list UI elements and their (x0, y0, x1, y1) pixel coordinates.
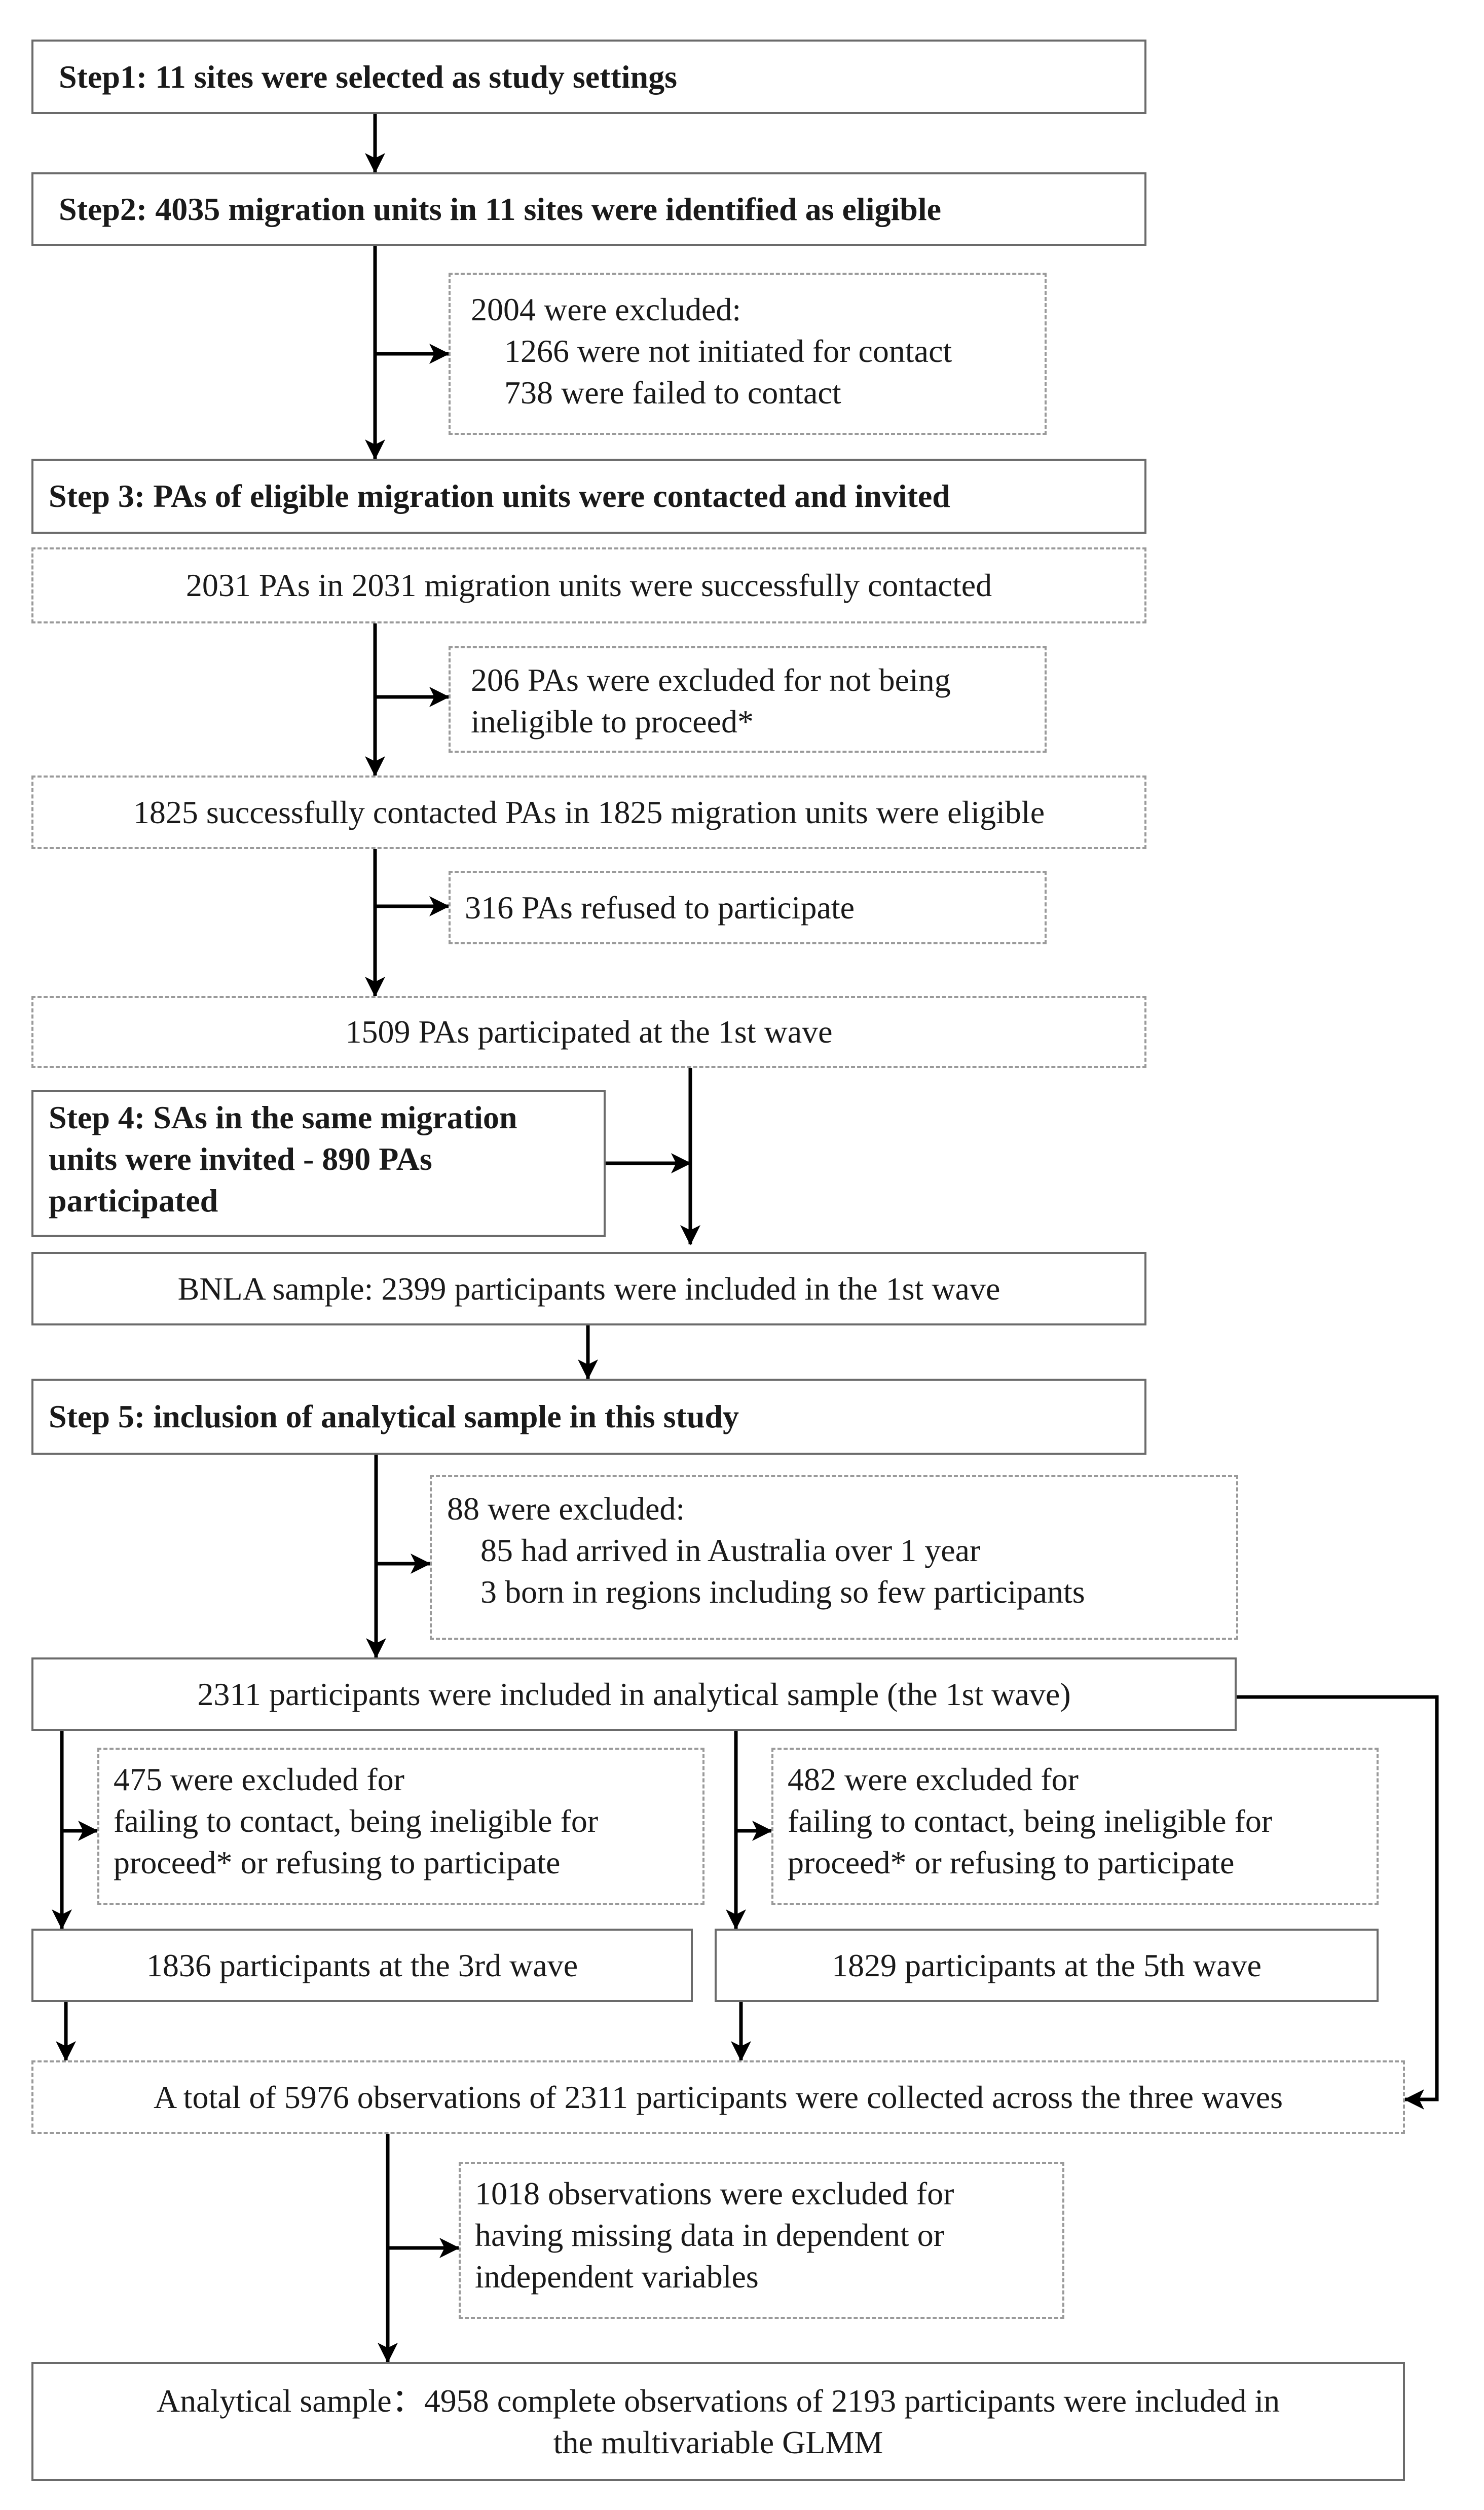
exclusion-5-line: proceed* or refusing to participate (114, 1844, 561, 1880)
step4-box: Step 4: SAs in the same migration units … (31, 1090, 606, 1237)
analytical-wave1-text: 2311 participants were included in analy… (197, 1676, 1071, 1712)
exclusion-4-heading: 88 were excluded: (447, 1491, 685, 1527)
step1-text: Step1: 11 sites were selected as study s… (59, 58, 678, 95)
exclusion-5-line: failing to contact, being ineligible for (114, 1803, 599, 1839)
exclusion-6-line: proceed* or refusing to participate (788, 1844, 1235, 1880)
exclusion-7-line: 1018 observations were excluded for (475, 2175, 954, 2211)
exclusion-6-line: 482 were excluded for (788, 1761, 1079, 1797)
exclusion-box-2: 206 PAs were excluded for not being inel… (449, 646, 1047, 753)
exclusion-7-line: independent variables (475, 2259, 759, 2295)
step2-text: Step2: 4035 migration units in 11 sites … (59, 191, 942, 227)
wave1-pas-box: 1509 PAs participated at the 1st wave (31, 996, 1146, 1068)
bnla-box: BNLA sample: 2399 participants were incl… (31, 1252, 1146, 1325)
step4-line: participated (49, 1183, 218, 1219)
exclusion-2-line: 206 PAs were excluded for not being (471, 662, 951, 698)
total-observations-text: A total of 5976 observations of 2311 par… (153, 2079, 1283, 2115)
exclusion-box-6: 482 were excluded for failing to contact… (771, 1748, 1379, 1905)
exclusion-box-4: 88 were excluded: 85 had arrived in Aust… (430, 1475, 1238, 1640)
wave5-box: 1829 participants at the 5th wave (715, 1929, 1379, 2002)
exclusion-box-5: 475 were excluded for failing to contact… (97, 1748, 704, 1905)
wave5-text: 1829 participants at the 5th wave (832, 1947, 1262, 1983)
bnla-text: BNLA sample: 2399 participants were incl… (177, 1270, 1000, 1307)
exclusion-1-item: 1266 were not initiated for contact (504, 333, 952, 369)
exclusion-5-line: 475 were excluded for (114, 1761, 404, 1797)
exclusion-1-item: 738 were failed to contact (504, 375, 841, 411)
exclusion-box-7: 1018 observations were excluded for havi… (459, 2162, 1064, 2319)
exclusion-2-line: ineligible to proceed* (471, 704, 754, 740)
step1-box: Step1: 11 sites were selected as study s… (31, 40, 1146, 114)
step2-box: Step2: 4035 migration units in 11 sites … (31, 172, 1146, 246)
eligible-text: 1825 successfully contacted PAs in 1825 … (133, 794, 1045, 830)
exclusion-3-text: 316 PAs refused to participate (465, 889, 855, 926)
step5-box: Step 5: inclusion of analytical sample i… (31, 1379, 1146, 1455)
exclusion-1-heading: 2004 were excluded: (471, 291, 741, 327)
analytical-wave1-box: 2311 participants were included in analy… (31, 1657, 1237, 1731)
exclusion-box-1: 2004 were excluded: 1266 were not initia… (449, 273, 1047, 435)
contacted-box: 2031 PAs in 2031 migration units were su… (31, 547, 1146, 623)
exclusion-4-item: 85 had arrived in Australia over 1 year (480, 1532, 981, 1568)
eligible-box: 1825 successfully contacted PAs in 1825 … (31, 776, 1146, 849)
arrow-analytical-total-side (1237, 1695, 1439, 2110)
step4-line: Step 4: SAs in the same migration (49, 1099, 517, 1135)
exclusion-7-line: having missing data in dependent or (475, 2217, 945, 2253)
exclusion-box-3: 316 PAs refused to participate (449, 871, 1047, 944)
final-sample-box: Analytical sample：4958 complete observat… (31, 2362, 1405, 2481)
total-observations-box: A total of 5976 observations of 2311 par… (31, 2060, 1405, 2134)
step4-line: units were invited - 890 PAs (49, 1141, 432, 1177)
wave1-pas-text: 1509 PAs participated at the 1st wave (345, 1014, 833, 1050)
step3-box: Step 3: PAs of eligible migration units … (31, 459, 1146, 534)
final-sample-line: the multivariable GLMM (553, 2424, 883, 2460)
step5-text: Step 5: inclusion of analytical sample i… (49, 1398, 739, 1434)
step3-text: Step 3: PAs of eligible migration units … (49, 478, 950, 514)
wave3-text: 1836 participants at the 3rd wave (146, 1947, 578, 1983)
contacted-text: 2031 PAs in 2031 migration units were su… (185, 567, 992, 603)
final-sample-line: Analytical sample：4958 complete observat… (156, 2383, 1280, 2419)
exclusion-6-line: failing to contact, being ineligible for (788, 1803, 1273, 1839)
wave3-box: 1836 participants at the 3rd wave (31, 1929, 693, 2002)
exclusion-4-item: 3 born in regions including so few parti… (480, 1574, 1085, 1610)
